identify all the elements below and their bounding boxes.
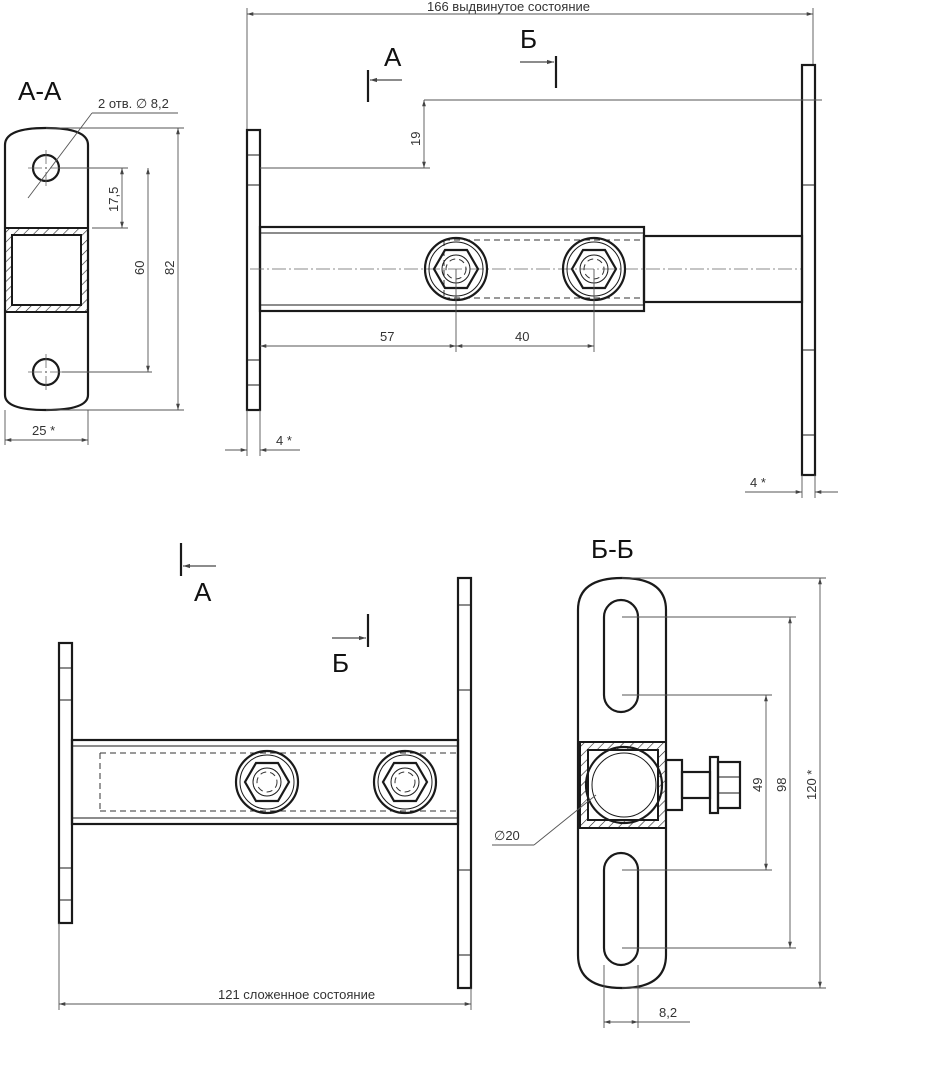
dim-4-right: 4 *: [750, 475, 766, 490]
dim-17-5: 17,5: [106, 187, 121, 212]
left-plate-folded: [57, 641, 74, 925]
cut-label-a-bottom: А: [194, 577, 212, 607]
aa-tube-section: [4, 227, 89, 313]
bb-plate: [576, 576, 668, 990]
section-aa-view: А-А 2 отв. ∅ 8,2 17,5 60 82 25 *: [3, 76, 184, 445]
cut-label-b-bottom: Б: [332, 648, 349, 678]
bb-slot-top: [602, 598, 640, 714]
section-bb-view: Б-Б ∅20 49 98: [492, 534, 826, 1028]
left-plate-extended: [245, 128, 262, 412]
cut-label-b-top: Б: [520, 24, 537, 54]
extended-view: 166 выдвинутое состояние А Б: [225, 0, 838, 498]
bb-outer-tube-section: [579, 741, 667, 829]
phi20-leader: [533, 794, 597, 846]
holes-leader: [27, 112, 93, 199]
dim-120: 120 *: [804, 770, 819, 800]
right-plate-extended: [800, 63, 817, 477]
cut-label-a-top: А: [384, 42, 402, 72]
section-bb-title: Б-Б: [591, 534, 634, 564]
bb-round-tube: [584, 745, 664, 825]
right-plate-folded: [456, 576, 473, 990]
dim-40: 40: [515, 329, 529, 344]
dim-49: 49: [750, 778, 765, 792]
dim-166-extended: 166 выдвинутое состояние: [427, 0, 590, 14]
dim-phi20: ∅20: [494, 828, 520, 843]
folded-view: А Б: [57, 543, 473, 1010]
holes-dimension: 2 отв. ∅ 8,2: [98, 96, 169, 111]
dim-82: 82: [162, 261, 177, 275]
dim-57: 57: [380, 329, 394, 344]
dim-98: 98: [774, 778, 789, 792]
dim-25: 25 *: [32, 423, 55, 438]
bolt-2-folded: [372, 749, 438, 815]
dim-19: 19: [408, 132, 423, 146]
dim-4-left: 4 *: [276, 433, 292, 448]
aa-plate: [3, 126, 90, 412]
bolt-1-folded: [234, 749, 300, 815]
dim-8-2: 8,2: [659, 1005, 677, 1020]
bb-slot-bottom: [602, 851, 640, 967]
dim-121-folded: 121 сложенное состояние: [218, 987, 375, 1002]
dim-60: 60: [132, 261, 147, 275]
bb-bolt: [664, 755, 742, 815]
section-aa-title: А-А: [18, 76, 62, 106]
